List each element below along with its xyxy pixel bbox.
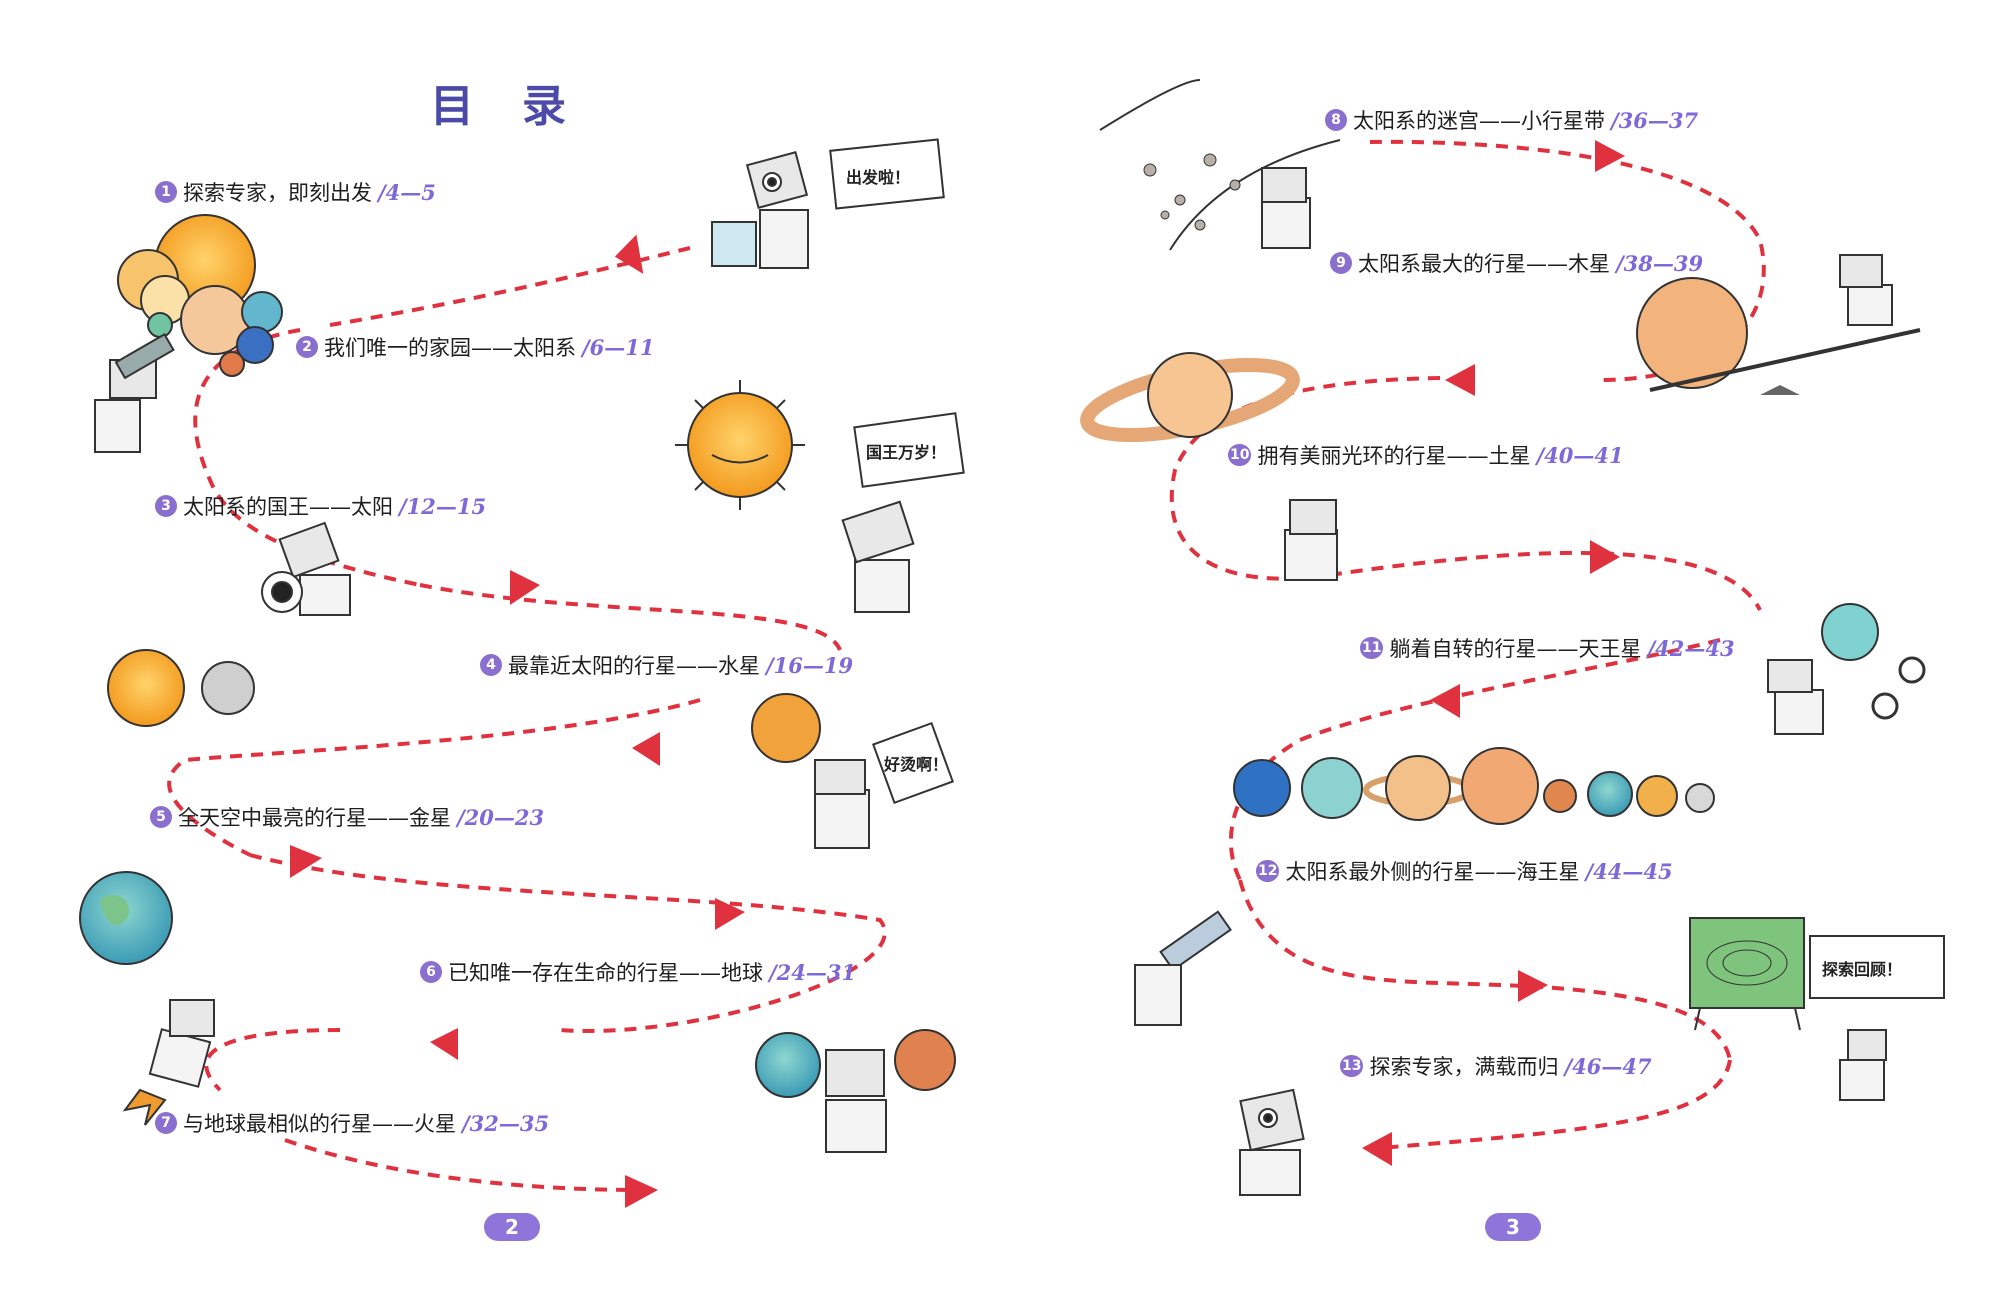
entry-pages: /46—47: [1564, 1053, 1652, 1079]
mercury-hot: [751, 693, 821, 763]
robot-icon: [841, 500, 915, 613]
entry-title: 拥有美丽光环的行星——土星: [1257, 444, 1531, 468]
robot-icon: [1261, 167, 1311, 249]
entry-title: 已知唯一存在生命的行星——地球: [448, 961, 763, 985]
entry-pages: /12—15: [399, 493, 487, 519]
entry-number: 9: [1330, 252, 1352, 274]
entry-title: 太阳系的迷宫——小行星带: [1353, 109, 1605, 133]
entry-title: 全天空中最亮的行星——金星: [178, 806, 451, 830]
earth: [79, 871, 173, 965]
page-number-left: 2: [484, 1213, 540, 1241]
speech-bubble-review: 探索回顾！: [1809, 935, 1945, 999]
robot-icon: [261, 521, 351, 616]
entry-number: 8: [1325, 109, 1347, 131]
toc-entry[interactable]: 8 太阳系的迷宫——小行星带 /36—37: [1325, 105, 1698, 135]
speech-bubble-hot: 好烫啊！: [871, 721, 955, 805]
robot-icon: [94, 332, 175, 453]
entry-pages: /6—11: [582, 334, 655, 360]
entry-number: 7: [155, 1112, 177, 1134]
entry-pages: /24—31: [769, 959, 857, 985]
entry-pages: /32—35: [462, 1110, 550, 1136]
entry-number: 13: [1340, 1055, 1364, 1077]
entry-number: 12: [1256, 860, 1280, 882]
entry-pages: /36—37: [1611, 107, 1699, 133]
page-number-right: 3: [1485, 1213, 1541, 1241]
toc-entry[interactable]: 10 拥有美丽光环的行星——土星 /40—41: [1228, 440, 1624, 470]
entry-pages: /20—23: [457, 804, 545, 830]
entry-number: 10: [1228, 444, 1252, 466]
entry-number: 2: [296, 336, 318, 358]
jupiter: [1636, 277, 1921, 395]
blackboard-icon: [1689, 917, 1805, 1031]
uranus: [1821, 603, 1926, 720]
robot-icon: [1839, 1029, 1887, 1101]
entry-pages: /38—39: [1616, 250, 1704, 276]
entry-pages: /16—19: [766, 652, 854, 678]
entry-pages: /42—43: [1647, 635, 1735, 661]
toc-entry[interactable]: 7 与地球最相似的行星——火星 /32—35: [155, 1108, 549, 1138]
toc-entry[interactable]: 2 我们唯一的家园——太阳系 /6—11: [296, 332, 655, 362]
svg-text:探索回顾！: 探索回顾！: [1822, 960, 1902, 979]
robot-icon: [711, 151, 809, 269]
robot-icon: [1839, 254, 1893, 326]
robot-icon: [1239, 1088, 1305, 1196]
svg-text:好烫啊！: 好烫啊！: [883, 755, 948, 774]
entry-title: 探索专家，即刻出发: [183, 181, 372, 205]
sun-king: [675, 380, 805, 510]
saturn: [1080, 352, 1300, 443]
toc-entry[interactable]: 12 太阳系最外侧的行星——海王星 /44—45: [1256, 856, 1673, 886]
entry-pages: /44—45: [1585, 858, 1673, 884]
entry-title: 太阳系的国王——太阳: [183, 495, 393, 519]
telescope-icon: [1134, 910, 1232, 1026]
left-path-arrows: [290, 234, 745, 1208]
toc-entry[interactable]: 3 太阳系的国王——太阳 /12—15: [155, 491, 486, 521]
entry-number: 5: [150, 806, 172, 828]
robot-icon: [1284, 499, 1338, 581]
entry-title: 太阳系最外侧的行星——海王星: [1285, 860, 1580, 884]
entry-number: 3: [155, 495, 177, 517]
entry-title: 躺着自转的行星——天王星: [1389, 637, 1642, 661]
earth-and-mars: [755, 1029, 956, 1098]
robot-icon: [814, 759, 870, 849]
toc-entry[interactable]: 13 探索专家，满载而归 /46—47: [1340, 1051, 1652, 1081]
robot-icon: [122, 999, 215, 1126]
entry-number: 1: [155, 181, 177, 203]
entry-number: 11: [1360, 637, 1384, 659]
solar-system-cluster: [117, 214, 283, 377]
planet-lineup: [1233, 747, 1715, 825]
toc-entry[interactable]: 5 全天空中最亮的行星——金星 /20—23: [150, 802, 544, 832]
robot-icon: [1767, 659, 1824, 735]
toc-entry[interactable]: 11 躺着自转的行星——天王星 /42—43: [1360, 633, 1735, 663]
toc-entry[interactable]: 4 最靠近太阳的行星——水星 /16—19: [480, 650, 853, 680]
toc-entry[interactable]: 1 探索专家，即刻出发 /4—5: [155, 177, 436, 207]
entry-number: 6: [420, 961, 442, 983]
entry-title: 与地球最相似的行星——火星: [183, 1112, 456, 1136]
toc-entry[interactable]: 6 已知唯一存在生命的行星——地球 /24—31: [420, 957, 856, 987]
right-path-arrows: [1362, 140, 1625, 1166]
page-title: 目录: [430, 81, 614, 132]
svg-text:国王万岁！: 国王万岁！: [866, 443, 946, 462]
entry-title: 探索专家，满载而归: [1369, 1055, 1559, 1079]
entry-pages: /4—5: [378, 179, 436, 205]
svg-text:出发啦！: 出发啦！: [846, 168, 910, 187]
speech-bubble-king: 国王万岁！: [853, 412, 965, 488]
robot-icon: [825, 1049, 887, 1153]
toc-entry[interactable]: 9 太阳系最大的行星——木星 /38—39: [1330, 248, 1703, 278]
entry-title: 我们唯一的家园——太阳系: [324, 336, 576, 360]
asteroid-maze: [1099, 79, 1341, 251]
speech-bubble-depart: 出发啦！: [829, 138, 945, 210]
sun-and-mercury: [107, 649, 255, 727]
entry-title: 最靠近太阳的行星——水星: [508, 654, 760, 678]
entry-number: 4: [480, 654, 502, 676]
entry-title: 太阳系最大的行星——木星: [1358, 252, 1610, 276]
entry-pages: /40—41: [1536, 442, 1624, 468]
